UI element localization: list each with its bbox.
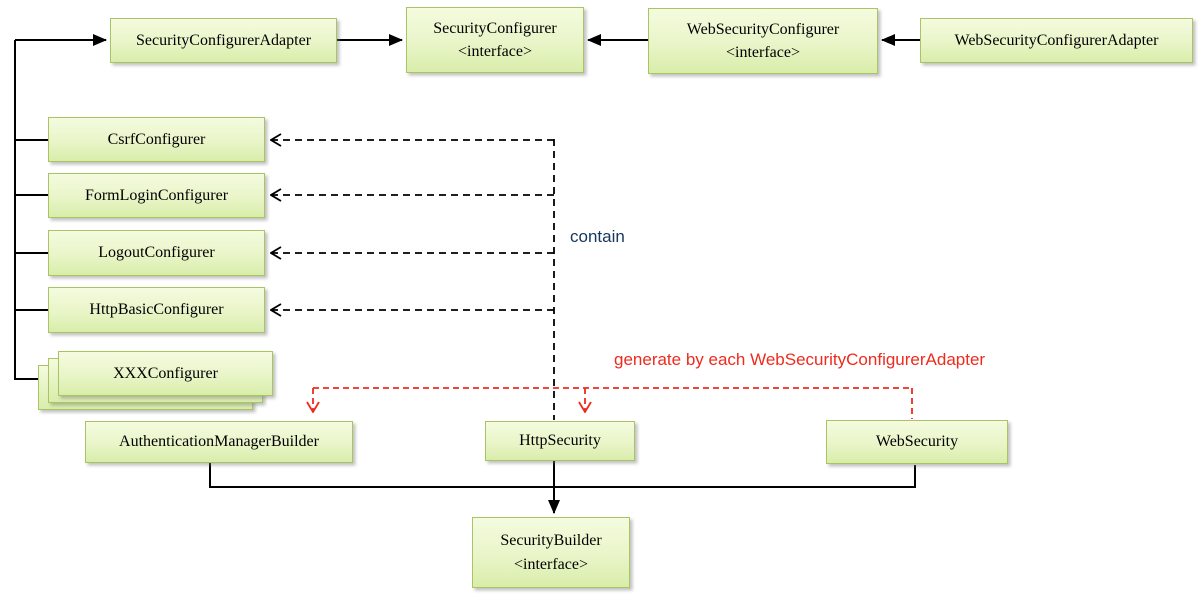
node-label: HttpBasicConfigurer xyxy=(89,301,224,319)
node-security-builder: SecurityBuilder <interface> xyxy=(472,517,630,588)
node-security-configurer-adapter: SecurityConfigurerAdapter xyxy=(110,18,337,63)
left-trunk-line xyxy=(14,40,38,380)
node-logout-configurer: LogoutConfigurer xyxy=(48,230,265,276)
node-label: SecurityBuilder xyxy=(500,532,602,550)
node-xxx-configurer: XXXConfigurer xyxy=(58,351,273,396)
node-security-configurer: SecurityConfigurer <interface> xyxy=(406,7,584,73)
node-label: LogoutConfigurer xyxy=(98,244,215,262)
node-web-security-configurer-adapter: WebSecurityConfigurerAdapter xyxy=(920,18,1193,63)
node-stereotype: <interface> xyxy=(726,44,800,61)
node-form-login-configurer: FormLoginConfigurer xyxy=(48,173,265,218)
node-http-security: HttpSecurity xyxy=(485,421,635,461)
node-label: FormLoginConfigurer xyxy=(84,186,229,204)
node-csrf-configurer: CsrfConfigurer xyxy=(48,117,265,162)
node-label: SecurityConfigurerAdapter xyxy=(135,31,312,49)
node-label: WebSecurityConfigurer xyxy=(686,20,840,38)
node-web-security-configurer: WebSecurityConfigurer <interface> xyxy=(648,8,878,74)
node-label: WebSecurity xyxy=(875,433,959,451)
contain-annotation: contain xyxy=(570,227,625,246)
node-label: CsrfConfigurer xyxy=(107,130,206,148)
node-label: HttpSecurity xyxy=(519,432,601,450)
node-stereotype: <interface> xyxy=(514,555,588,573)
node-stereotype: <interface> xyxy=(458,43,532,60)
node-authentication-manager-builder: AuthenticationManagerBuilder xyxy=(85,421,353,463)
node-web-security: WebSecurity xyxy=(826,420,1008,464)
node-label: SecurityConfigurer xyxy=(433,19,557,37)
generate-annotation: generate by each WebSecurityConfigurerAd… xyxy=(614,350,986,369)
node-label: XXXConfigurer xyxy=(113,364,218,382)
node-label: WebSecurityConfigurerAdapter xyxy=(954,31,1159,49)
node-http-basic-configurer: HttpBasicConfigurer xyxy=(48,287,265,333)
node-label: AuthenticationManagerBuilder xyxy=(119,433,319,451)
builders-bus-line xyxy=(209,463,916,488)
